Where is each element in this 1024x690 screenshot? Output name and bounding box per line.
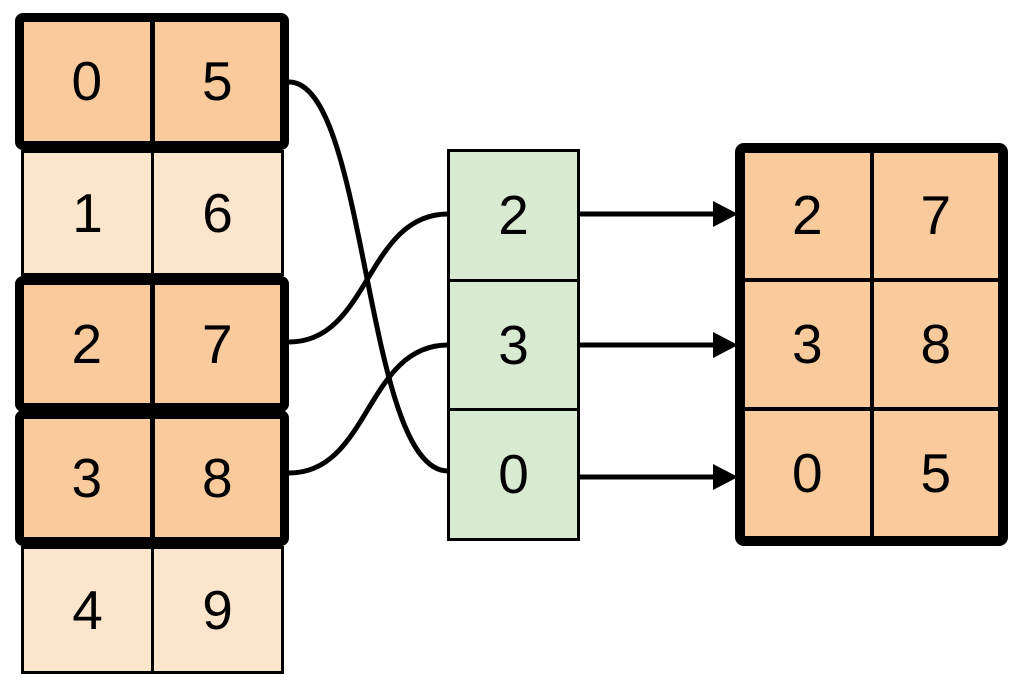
result-row-1: 3 8 (745, 278, 998, 407)
result-table: 2 7 3 8 0 5 (735, 143, 1008, 546)
result-cell-0-0: 2 (745, 153, 874, 278)
result-cell-1-0: 3 (745, 282, 874, 407)
source-row-1: 1 6 (21, 150, 284, 276)
index-cell-2: 0 (450, 408, 577, 538)
index-cell-1: 3 (450, 278, 577, 409)
source-cell-1-0: 1 (24, 153, 154, 273)
source-cell-4-1: 9 (202, 578, 233, 641)
source-row-0: 0 5 (15, 13, 289, 150)
source-cell-0-0: 0 (24, 22, 155, 141)
source-row-2: 2 7 (15, 276, 289, 412)
source-row-3: 3 8 (15, 410, 289, 546)
result-cell-2-1: 5 (920, 442, 952, 504)
source-cell-2-0: 2 (24, 285, 155, 403)
result-cell-0-1: 7 (920, 184, 952, 246)
index-column: 2 3 0 (447, 149, 580, 541)
mapping-curve-row2-to-index2 (288, 211, 449, 345)
source-cell-4-0: 4 (24, 549, 154, 671)
result-cell-2-0: 0 (745, 411, 874, 536)
source-cell-2-1: 7 (201, 312, 233, 375)
source-cell-1-1: 6 (202, 181, 233, 244)
result-row-0: 2 7 (745, 153, 998, 278)
mapping-curve-row0-to-index0 (288, 79, 449, 474)
source-cell-3-1: 8 (201, 446, 233, 509)
source-cell-0-1: 5 (201, 50, 233, 112)
result-row-2: 0 5 (745, 407, 998, 536)
source-cell-3-0: 3 (24, 419, 155, 537)
source-row-4: 4 9 (21, 546, 284, 674)
mapping-curve-row3-to-index3 (288, 342, 449, 476)
result-cell-1-1: 8 (920, 313, 952, 375)
index-cell-0: 2 (498, 183, 529, 246)
